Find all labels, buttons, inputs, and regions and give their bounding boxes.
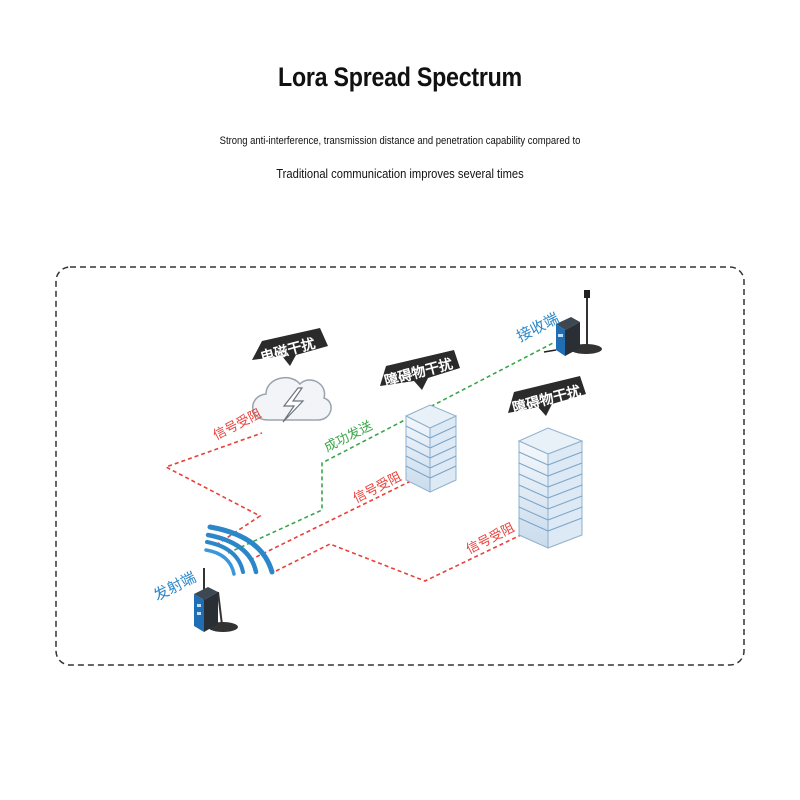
subtitle-line-1: Strong anti-interference, transmission d… <box>219 135 581 147</box>
radio-transmitter-icon <box>194 568 238 632</box>
blocked-label-building2: 信号受阻 <box>464 521 517 558</box>
signal-waves-icon <box>204 524 275 576</box>
signal-path-building2 <box>275 532 526 582</box>
building-icon <box>404 404 458 493</box>
callout-em-interference: 电磁干扰 <box>252 328 328 366</box>
signal-path-cloud <box>164 432 263 546</box>
success-label: 成功发送 <box>322 418 376 456</box>
lightning-cloud-icon <box>252 376 332 423</box>
blocked-label-cloud: 信号受阻 <box>211 407 264 444</box>
callout-obstacle-1: 障碍物干扰 <box>380 350 460 390</box>
transmitter-label: 发射端 <box>151 568 199 604</box>
radio-receiver-icon <box>543 290 602 356</box>
subtitle-line-2: Traditional communication improves sever… <box>276 166 524 181</box>
diagram-frame <box>55 266 745 666</box>
page-title: Lora Spread Spectrum <box>278 62 522 92</box>
signal-path-building1 <box>249 478 416 561</box>
building-icon <box>517 427 584 549</box>
receiver-label: 接收端 <box>514 309 562 345</box>
signal-path-success <box>227 341 556 554</box>
callout-obstacle-2: 障碍物干扰 <box>508 376 586 417</box>
